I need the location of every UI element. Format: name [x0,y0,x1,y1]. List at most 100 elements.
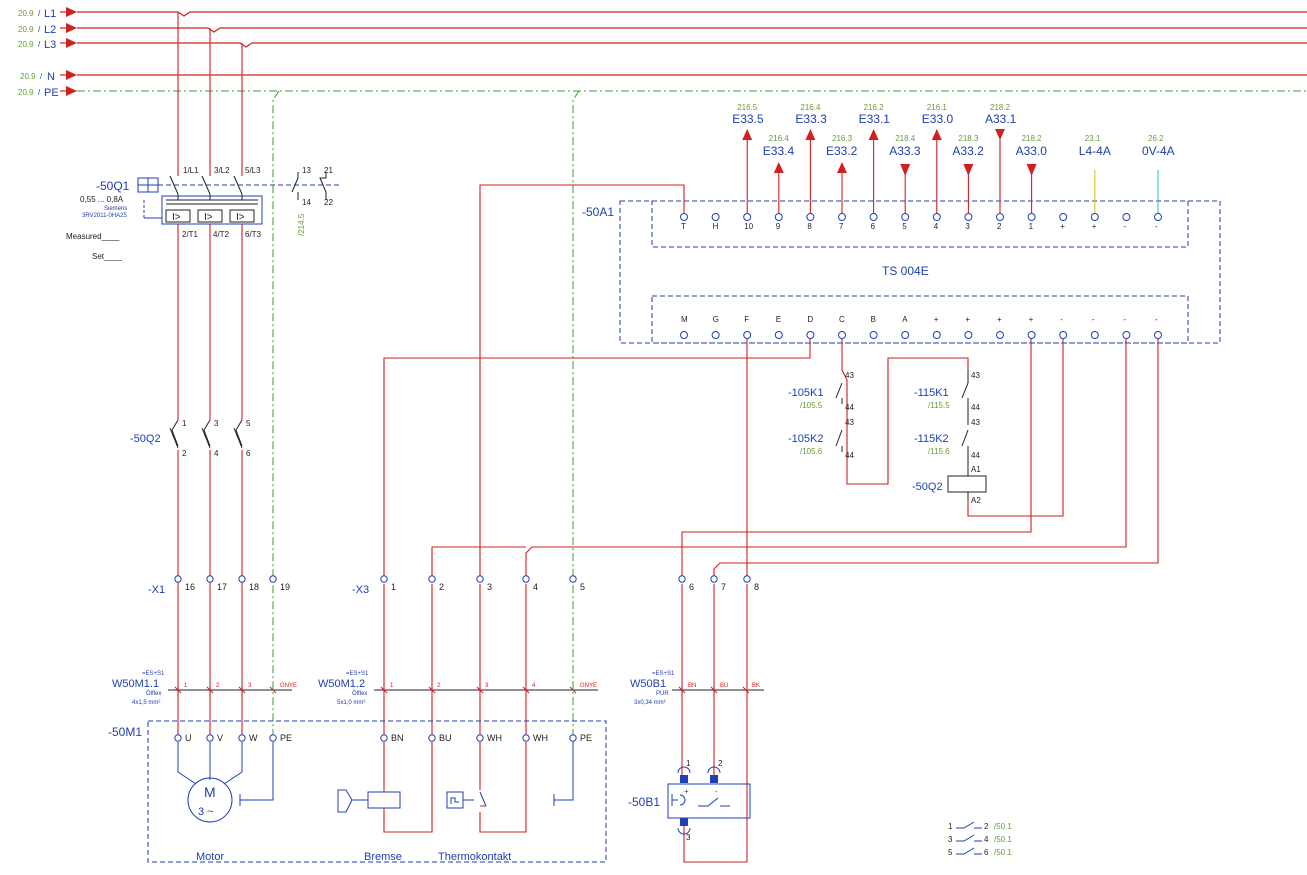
signal-ref: 23.1 [1085,134,1101,143]
terminal-label: U [185,733,192,743]
svg-text:44: 44 [845,403,854,412]
terminal-label: 3 [965,222,970,231]
signal-ref: 216.1 [927,103,948,112]
legend-row: 3 4 /50.1 [948,834,1012,844]
set-label: Set____ [92,252,122,261]
signal-name: E33.1 [859,112,891,126]
svg-text:A2: A2 [971,496,981,505]
terminal-point [174,734,182,742]
svg-text:3: 3 [248,683,252,689]
signal-arrow [995,129,1005,140]
svg-text:/115.6: /115.6 [928,447,950,456]
svg-text:/50.1: /50.1 [994,835,1012,844]
rail-l2: 20.9 / L2 [18,23,1307,36]
svg-text:/: / [40,72,43,81]
svg-text:Ölflex: Ölflex [146,690,161,697]
rail-l3: 20.9 / L3 [18,38,1307,51]
contactor-q2: -50Q2 1 3 5 2 4 6 [130,419,251,458]
signal-ref: 216.5 [737,103,758,112]
terminal-label: WH [487,733,502,743]
controller-signals: 216.5E33.5216.4E33.3216.2E33.1216.1E33.0… [732,103,1175,213]
signal-ref: 218.2 [990,103,1011,112]
terminal-point [206,575,214,583]
svg-text:5: 5 [246,419,251,428]
svg-text:4/T2: 4/T2 [213,230,230,239]
svg-text:Ölflex: Ölflex [352,690,367,697]
terminal-point [964,331,973,339]
svg-text:4: 4 [984,835,989,844]
svg-text:GNYE: GNYE [580,683,597,689]
terminal-label: 17 [217,582,227,592]
terminal-label: - [1155,315,1158,324]
terminal-point [522,575,530,583]
terminal-label: - [1123,315,1126,324]
terminal-point [1090,331,1099,339]
terminal-label: B [871,315,876,324]
svg-text:2: 2 [182,449,187,458]
terminal-label: + [1092,222,1097,231]
terminal-label: + [934,315,939,324]
svg-text:/115.5: /115.5 [928,401,950,410]
signal-arrow [931,129,942,140]
svg-text:1: 1 [182,419,187,428]
rail-label: PE [44,87,59,99]
svg-text:14: 14 [302,198,311,207]
terminal-label: BN [391,733,404,743]
relay-115k2: -115K2 /115.6 43 44 [914,418,980,476]
svg-text:=ES+S1: =ES+S1 [142,671,165,677]
svg-text:13: 13 [302,166,311,175]
svg-text:6: 6 [984,848,989,857]
terminal-point [1027,213,1036,221]
terminal-label: 1 [391,582,396,592]
svg-text:/50.1: /50.1 [994,848,1012,857]
terminal-label: F [744,315,749,324]
terminal-label: 7 [839,222,844,231]
svg-text:3: 3 [948,835,953,844]
signal-ref: 26.2 [1148,134,1164,143]
terminal-point [206,734,214,742]
terminal-point [710,575,718,583]
rail-ref: 20.9 [18,88,34,97]
terminal-point [238,575,246,583]
svg-text:1: 1 [184,683,188,689]
svg-text:6: 6 [246,449,251,458]
terminal-point [428,734,436,742]
supply-rails: 20.9 / L1 20.9 / L2 20.9 / L3 20.9 / N [18,7,1307,99]
terminal-point [380,575,388,583]
terminal-point [269,734,277,742]
cable-tag: W50B1 [630,678,666,690]
terminal-label: V [217,733,223,743]
terminal-label: 8 [754,582,759,592]
terminal-tag: -X3 [352,584,369,596]
terminal-label: WH [533,733,548,743]
terminal-point [901,331,910,339]
signal-name: E33.3 [795,112,827,126]
svg-text:6/T3: 6/T3 [245,230,262,239]
svg-text:5/L3: 5/L3 [245,166,261,175]
terminal-point [996,331,1004,339]
svg-text:/: / [38,25,41,34]
pe-wiring [272,90,580,738]
terminal-point [380,734,388,742]
terminal-label: H [713,222,719,231]
terminal-label: 2 [997,222,1002,231]
relay-105k2: -105K2 /105.6 43 44 [788,418,854,460]
signal-name: E33.0 [922,112,954,126]
signal-ref: 218.4 [895,134,916,143]
terminal-point [838,331,846,339]
svg-text:1: 1 [390,683,394,689]
rail-ref: 20.9 [18,25,34,34]
terminal-point [869,213,878,221]
contactor-tag: -50Q2 [130,433,161,445]
svg-text:/: / [38,40,41,49]
svg-text:1: 1 [948,822,953,831]
svg-text:PUR: PUR [656,691,669,697]
signal-name: E33.4 [763,144,795,158]
svg-text:BN: BN [688,683,696,689]
terminal-label: T [681,222,686,231]
signal-name: E33.2 [826,144,858,158]
signal-arrow [963,164,974,176]
label-motor: Motor [196,851,224,863]
rail-ref: 20.9 [18,9,34,18]
breaker-maker: Siemens [104,206,127,212]
